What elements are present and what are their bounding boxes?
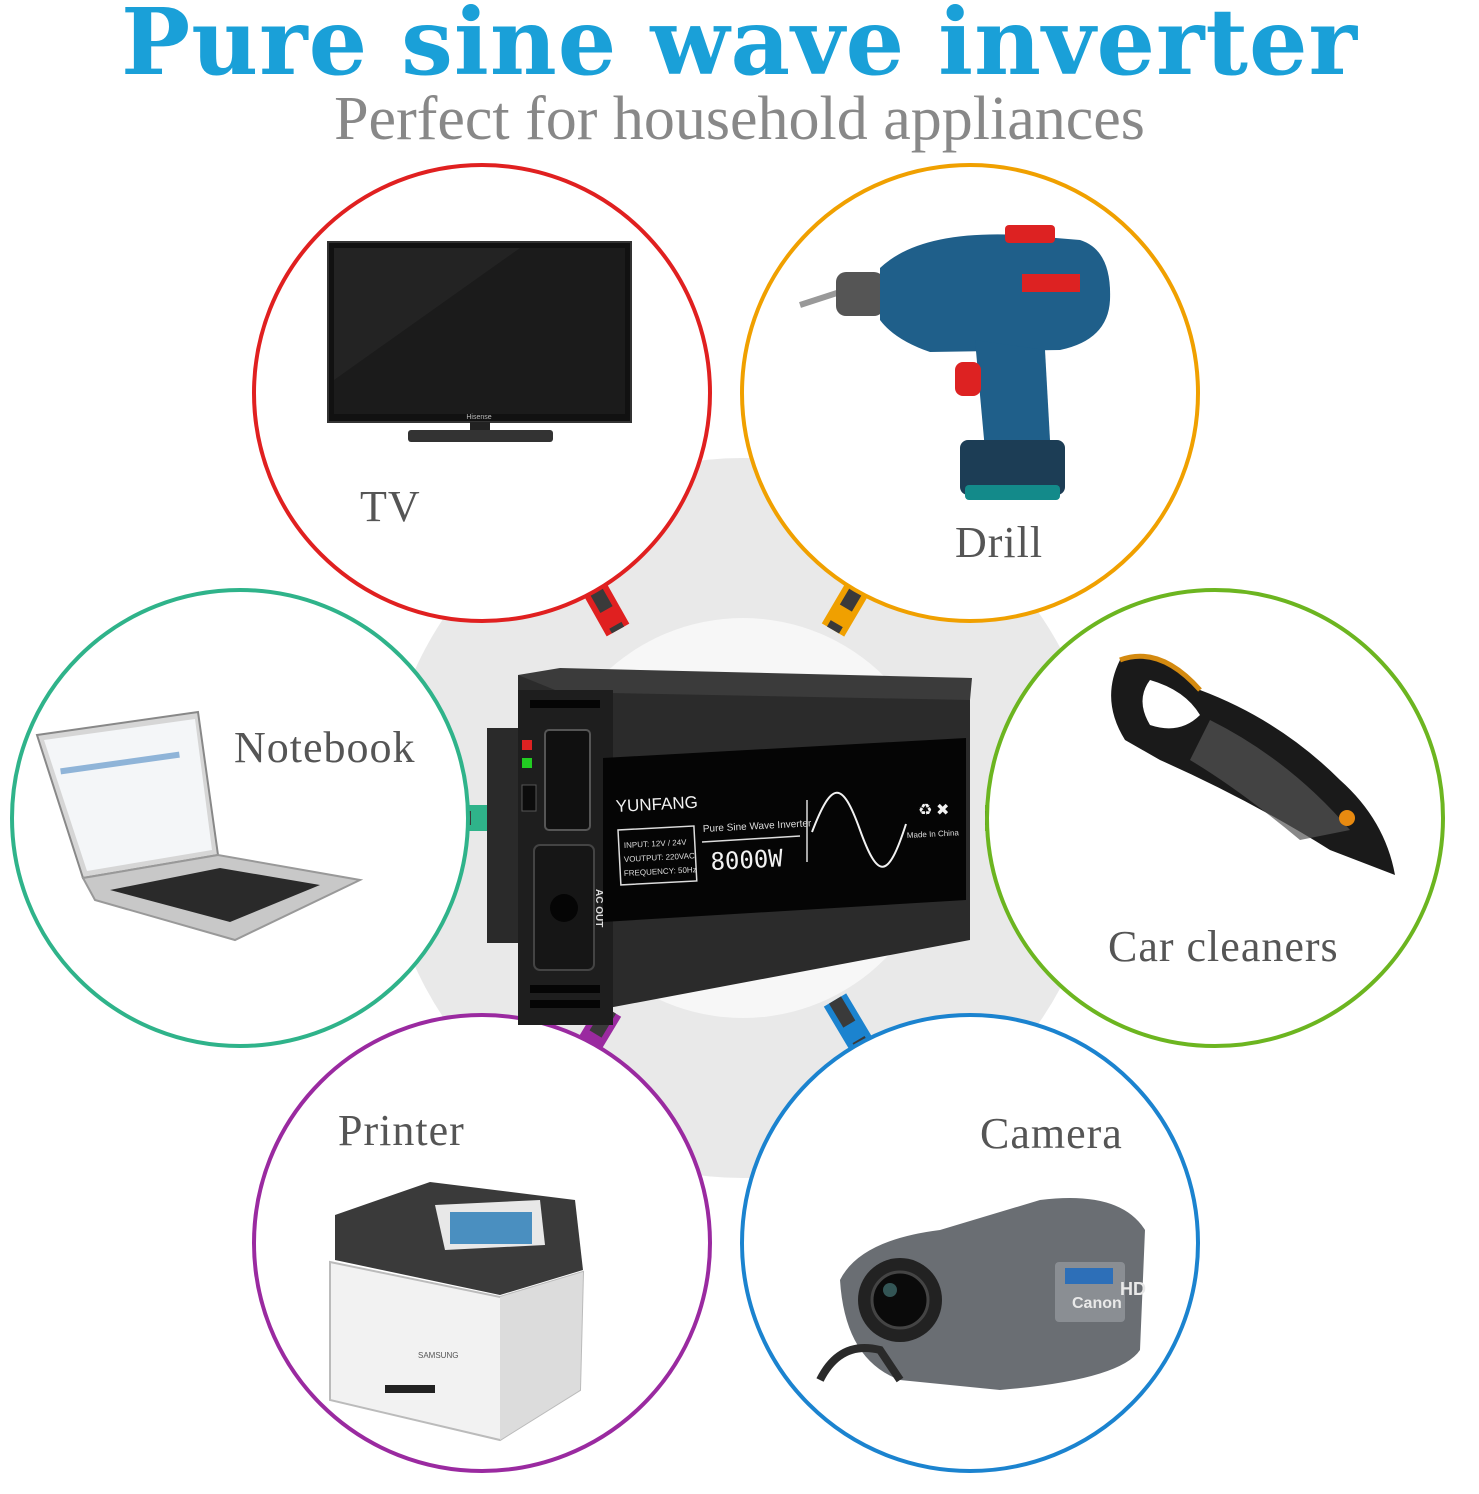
label-notebook: Notebook [234,723,416,772]
printer-brand-label: SAMSUNG [418,1351,458,1360]
inverter-origin: Made In China [907,828,960,840]
printer-icon: SAMSUNG [329,1182,585,1442]
circle-car-cleaners [985,588,1445,1048]
label-car-cleaners: Car cleaners [1108,922,1339,971]
inverter-brand: YUNFANG [615,793,698,816]
inverter-frequency-spec: FREQUENCY: 50Hz [624,865,697,878]
sine-wave-graphic [811,791,907,868]
label-printer: Printer [338,1106,465,1155]
page-subtitle: Perfect for household appliances [334,85,1145,153]
page-title: Pure sine wave inverter [121,0,1358,96]
vacuum-icon [1111,653,1395,875]
inverter-output-spec: VOUTPUT: 220VAC [624,851,696,864]
tv-icon: Hisense [327,241,632,442]
inverter-unit: AC OUT YUNFANG INPUT: 12V / 24V VOUTPUT:… [487,668,972,1025]
label-camera: Camera [980,1109,1123,1158]
weee-bin-icon: ✖ [936,800,949,819]
tv-brand-label: Hisense [466,414,491,421]
drill-icon [799,225,1111,500]
inverter-vents [530,700,600,1008]
circle-notebook [10,588,470,1048]
label-drill: Drill [955,518,1044,567]
inverter-input-spec: INPUT: 12V / 24V [624,838,688,850]
label-tv: TV [360,482,421,531]
camera-hd-badge: HD [1120,1279,1146,1299]
camera-brand-label: Canon [1072,1295,1122,1312]
laptop-icon [35,710,364,942]
recycle-icon: ♻ [918,800,932,819]
camera-icon: Canon HD [816,1198,1146,1390]
inverter-power-rating: 8000W [710,844,784,876]
ac-out-label: AC OUT [593,889,604,927]
